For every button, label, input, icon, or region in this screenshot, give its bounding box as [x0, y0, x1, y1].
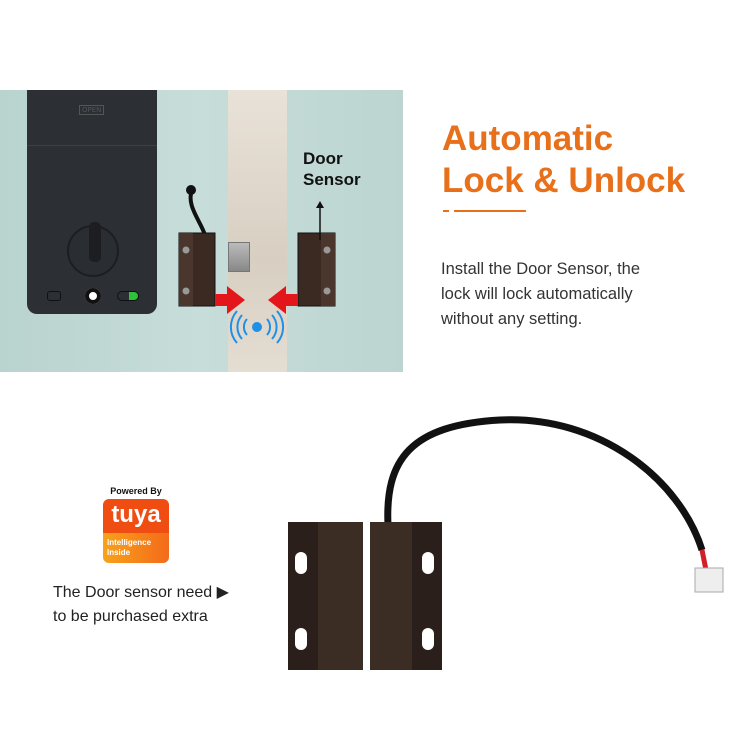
headline-line: Lock & Unlock [442, 161, 686, 200]
product-cable [384, 416, 706, 552]
label-line: Door [303, 149, 343, 168]
arrow-right-icon [215, 286, 245, 314]
door-sensor-label: Door Sensor [303, 148, 361, 190]
tuya-badge: Powered By tuya Intelligence Inside [100, 486, 172, 563]
tuya-logo: tuya [103, 499, 169, 533]
tagline-line: Intelligence [107, 538, 152, 547]
connector [694, 567, 724, 593]
note-line: to be purchased extra [53, 608, 208, 625]
intelligence-inside: Intelligence Inside [103, 533, 169, 563]
headline-underline [454, 210, 526, 212]
status-led [117, 291, 139, 301]
headline: Automatic Lock & Unlock [442, 118, 685, 202]
arrow-left-icon [268, 286, 298, 314]
description-line: without any setting. [441, 310, 583, 328]
signal-icon [229, 310, 285, 344]
note-line: The Door sensor need ▶ [53, 584, 229, 601]
smart-lock-body: OPEN [27, 90, 157, 314]
sensor-graphics [178, 185, 336, 344]
headline-underline [443, 210, 449, 212]
lock-open-label: OPEN [79, 105, 105, 115]
keyhole [85, 288, 101, 304]
sensor-cable [188, 189, 207, 236]
door-sensor-product [288, 416, 724, 670]
description-line: Install the Door Sensor, the [441, 260, 641, 278]
button-left [47, 291, 61, 301]
tagline-line: Inside [107, 548, 131, 557]
powered-by-text: Powered By [110, 486, 162, 496]
door-lock-illustration: OPEN Door Sensor [0, 90, 403, 372]
purchase-note: The Door sensor need ▶ to be purchased e… [53, 581, 229, 629]
label-line: Sensor [303, 170, 361, 189]
latch-bolt [228, 242, 250, 272]
description-line: lock will lock automatically [441, 285, 633, 303]
description: Install the Door Sensor, the lock will l… [441, 257, 640, 332]
headline-line: Automatic [442, 119, 614, 158]
